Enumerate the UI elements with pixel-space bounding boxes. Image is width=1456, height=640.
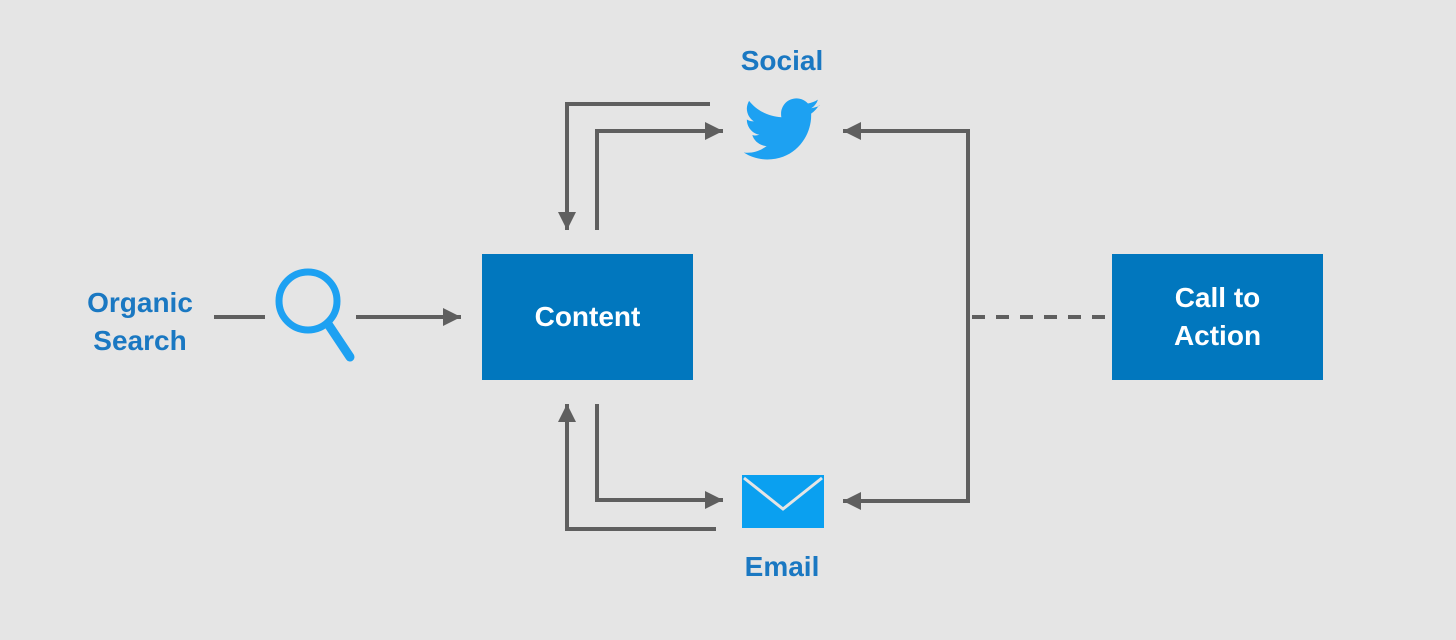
call-to-action-line2: Action [1173, 320, 1262, 351]
organic-search-label-line2: Search [93, 325, 187, 356]
twitter-bird-icon [743, 98, 822, 162]
edge-cta-to-social [843, 122, 970, 317]
content-node: Content [482, 254, 693, 380]
call-to-action-node: Call to Action [1112, 254, 1323, 380]
envelope-icon [742, 475, 824, 528]
email-label: Email [744, 551, 820, 582]
organic-search-label: Organic Search [70, 284, 210, 360]
call-to-action-line1: Call to [1174, 282, 1261, 313]
content-node-label: Content [534, 301, 641, 332]
edge-content-to-social [595, 122, 723, 230]
social-label: Social [740, 45, 824, 76]
search-icon [272, 266, 360, 366]
edge-content-to-email [595, 404, 723, 509]
edge-cta-to-email [843, 317, 970, 510]
organic-search-label-line1: Organic [87, 287, 193, 318]
edge-email-to-content [558, 404, 716, 531]
edge-social-to-content [558, 102, 710, 230]
